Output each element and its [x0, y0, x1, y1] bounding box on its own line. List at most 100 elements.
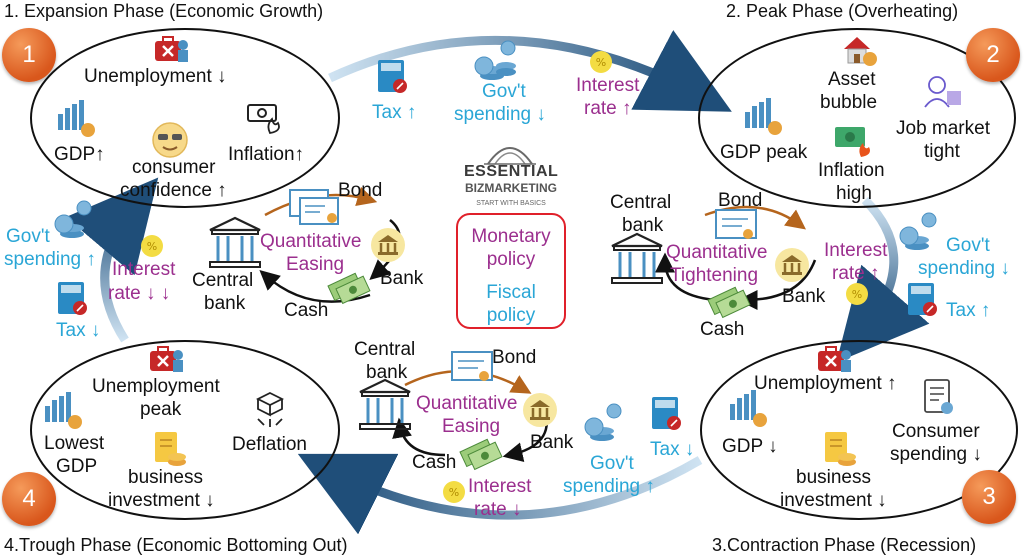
trough-investment-2: investment ↓: [108, 490, 215, 511]
coins-icon: [584, 403, 622, 441]
qe-top-central-2: bank: [204, 293, 246, 314]
cash-icon: [707, 286, 751, 319]
peak-job-2: tight: [924, 141, 960, 162]
qe-bottom-bond: Bond: [492, 347, 537, 368]
qt-central-2: bank: [622, 215, 664, 236]
expansion-ellipse: [30, 28, 340, 208]
left-tax: Tax ↓: [56, 320, 101, 341]
svg-text:%: %: [147, 240, 157, 253]
logo-line-2: BIZMARKETING: [465, 181, 557, 195]
phase-4-badge: 4: [2, 472, 56, 526]
expansion-confidence-2: confidence ↑: [120, 180, 227, 201]
trough-unemployment-1: Unemployment: [92, 376, 220, 397]
logo-tagline: START WITH BASICS: [476, 200, 546, 207]
tax-icon: [378, 60, 407, 93]
contraction-ellipse: [700, 340, 1018, 520]
trough-gdp-2: GDP: [56, 456, 98, 477]
right-spending-1: Gov't: [946, 235, 990, 256]
bottom-tax: Tax ↓: [650, 439, 695, 460]
trough-gdp-1: Lowest: [44, 433, 105, 454]
right-interest-1: Interest: [824, 240, 888, 261]
contraction-gdp: GDP ↓: [722, 436, 778, 457]
bank-icon: [775, 248, 809, 282]
left-interest-2: rate ↓ ↓: [108, 283, 171, 304]
monetary-policy-2: policy: [486, 249, 536, 270]
contraction-spending-2: spending ↓: [890, 444, 982, 465]
qt-bond: Bond: [718, 190, 763, 211]
left-spending-1: Gov't: [6, 226, 50, 247]
qe-top-name-2: Easing: [286, 254, 345, 275]
left-spending-2: spending ↑: [4, 249, 96, 270]
tax-icon: [652, 397, 681, 430]
qe-top-bank: Bank: [380, 268, 424, 289]
interest-rate-icon: %: [590, 51, 612, 73]
trough-ellipse: [30, 340, 340, 520]
phase-3-badge: 3: [962, 470, 1016, 524]
peak-inflation-1: Inflation: [818, 160, 885, 181]
coins-icon: [474, 40, 516, 80]
qe-bottom-name-1: Quantitative: [416, 393, 518, 414]
trough-investment-1: business: [128, 467, 203, 488]
central-bank-icon: [611, 232, 663, 284]
qe-bottom-name-2: Easing: [442, 416, 501, 437]
bank-icon: [523, 393, 557, 427]
trough-unemployment-2: peak: [140, 399, 182, 420]
central-bank-icon: [209, 216, 261, 268]
top-interest-1: Interest: [576, 75, 640, 96]
arrow-peak-to-contraction: [836, 196, 930, 363]
phase-2-badge: 2: [966, 28, 1020, 82]
qe-top-name-1: Quantitative: [260, 231, 362, 252]
expansion-gdp: GDP↑: [54, 144, 105, 165]
right-spending-2: spending ↓: [918, 258, 1010, 279]
qt-central-1: Central: [610, 192, 672, 213]
contraction-unemployment: Unemployment ↑: [754, 373, 897, 394]
peak-job-1: Job market: [896, 118, 990, 139]
fiscal-policy-1: Fiscal: [486, 282, 536, 303]
arrow-contraction-to-trough: [297, 453, 703, 535]
fiscal-policy-2: policy: [486, 305, 536, 326]
svg-text:%: %: [852, 288, 862, 301]
peak-ellipse: [698, 28, 1016, 208]
qt-name-2: Tightening: [670, 265, 759, 286]
coins-icon: [899, 212, 937, 250]
right-interest-2: rate ↑: [832, 263, 880, 284]
arrow-trough-to-expansion: [65, 177, 159, 343]
svg-text:%: %: [596, 56, 606, 69]
top-spending-1: Gov't: [482, 81, 526, 102]
qe-bottom-bank: Bank: [530, 432, 574, 453]
arrow-expansion-to-peak: [328, 30, 732, 112]
phase-1-badge: 1: [2, 28, 56, 82]
interest-rate-icon: %: [846, 283, 868, 305]
right-tax: Tax ↑: [946, 300, 991, 321]
peak-asset-1: Asset: [828, 69, 876, 90]
bottom-spending-2: spending ↑: [563, 476, 655, 497]
top-interest-2: rate ↑: [584, 98, 632, 119]
cash-icon: [459, 438, 503, 471]
qe-top-cash: Cash: [284, 300, 329, 321]
contraction-investment-1: business: [796, 467, 871, 488]
bottom-spending-1: Gov't: [590, 453, 634, 474]
contraction-heading: 3.Contraction Phase (Recession): [712, 535, 977, 555]
expansion-heading: 1. Expansion Phase (Economic Growth): [4, 1, 324, 21]
peak-gdp: GDP peak: [720, 142, 808, 163]
qt-bank: Bank: [782, 286, 826, 307]
qe-bottom-central-2: bank: [366, 362, 408, 383]
bank-icon: [371, 228, 405, 262]
qe-bottom-central-1: Central: [354, 339, 416, 360]
tax-icon: [58, 282, 87, 315]
expansion-unemployment: Unemployment ↓: [84, 66, 227, 87]
interest-rate-icon: %: [141, 235, 163, 257]
logo-line-1: ESSENTIAL: [464, 163, 559, 180]
expansion-confidence-1: consumer: [132, 157, 216, 178]
cash-icon: [327, 272, 371, 305]
trough-deflation: Deflation: [232, 434, 307, 455]
trough-heading: 4.Trough Phase (Economic Bottoming Out): [4, 535, 348, 555]
qt-name-1: Quantitative: [666, 242, 768, 263]
interest-rate-icon: %: [443, 481, 465, 503]
qe-top-central-1: Central: [192, 270, 254, 291]
monetary-policy-1: Monetary: [471, 226, 551, 247]
contraction-investment-2: investment ↓: [780, 490, 887, 511]
qe-bottom-cash: Cash: [412, 452, 457, 473]
logo-icon: [484, 147, 536, 165]
